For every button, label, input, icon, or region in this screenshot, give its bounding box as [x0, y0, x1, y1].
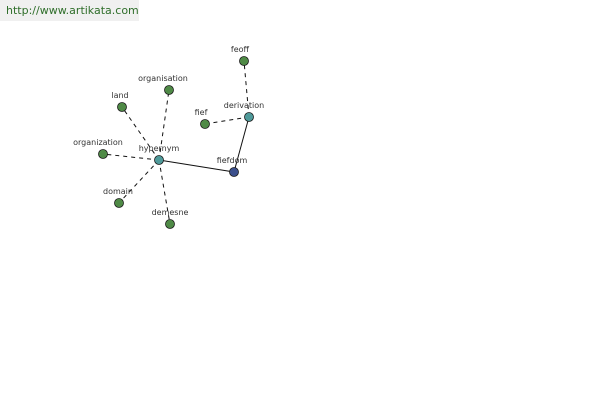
node-label-hypernym: hypernym [139, 144, 180, 153]
edge-hypernym-land [121, 106, 160, 161]
node-feoff[interactable]: feoff [231, 45, 250, 66]
node-circle-fiefdom[interactable] [229, 167, 239, 177]
node-circle-hypernym[interactable] [154, 155, 164, 165]
node-label-fief: fief [195, 108, 208, 117]
node-label-feoff: feoff [231, 45, 250, 54]
node-fief[interactable]: fief [195, 108, 210, 129]
edge-fiefdom-derivation [233, 116, 250, 173]
url-banner: http://www.artikata.com [0, 0, 139, 21]
node-hypernym[interactable]: hypernym [139, 144, 180, 165]
node-circle-organisation[interactable] [164, 85, 174, 95]
node-circle-organization[interactable] [98, 149, 108, 159]
node-circle-fief[interactable] [200, 119, 210, 129]
node-land[interactable]: land [111, 91, 129, 112]
edge-hypernym-domain [118, 159, 160, 204]
node-circle-feoff[interactable] [239, 56, 249, 66]
node-circle-derivation[interactable] [244, 112, 254, 122]
node-circle-demesne[interactable] [165, 219, 175, 229]
node-label-land: land [111, 91, 128, 100]
node-derivation[interactable]: derivation [224, 101, 264, 122]
edges-layer [102, 60, 250, 225]
edge-hypernym-demesne [158, 159, 171, 225]
node-circle-domain[interactable] [114, 198, 124, 208]
source-url-link[interactable]: http://www.artikata.com [6, 4, 139, 17]
node-organization[interactable]: organization [73, 138, 123, 159]
node-organisation[interactable]: organisation [138, 74, 188, 95]
edge-hypernym-organisation [158, 89, 170, 161]
node-label-derivation: derivation [224, 101, 264, 110]
node-fiefdom[interactable]: fiefdom [217, 156, 248, 177]
node-label-demesne: demesne [152, 208, 189, 217]
node-domain[interactable]: domain [103, 187, 133, 208]
edge-fiefdom-hypernym [158, 159, 235, 173]
nodes-layer: fiefdom hypernym derivation feoff fief organi… [73, 45, 264, 229]
node-label-fiefdom: fiefdom [217, 156, 248, 165]
edge-derivation-feoff [243, 60, 250, 118]
node-label-domain: domain [103, 187, 133, 196]
edge-hypernym-organization [102, 153, 160, 161]
edge-derivation-fief [204, 116, 250, 125]
node-label-organization: organization [73, 138, 123, 147]
node-demesne[interactable]: demesne [152, 208, 189, 229]
node-circle-land[interactable] [117, 102, 127, 112]
node-label-organisation: organisation [138, 74, 188, 83]
